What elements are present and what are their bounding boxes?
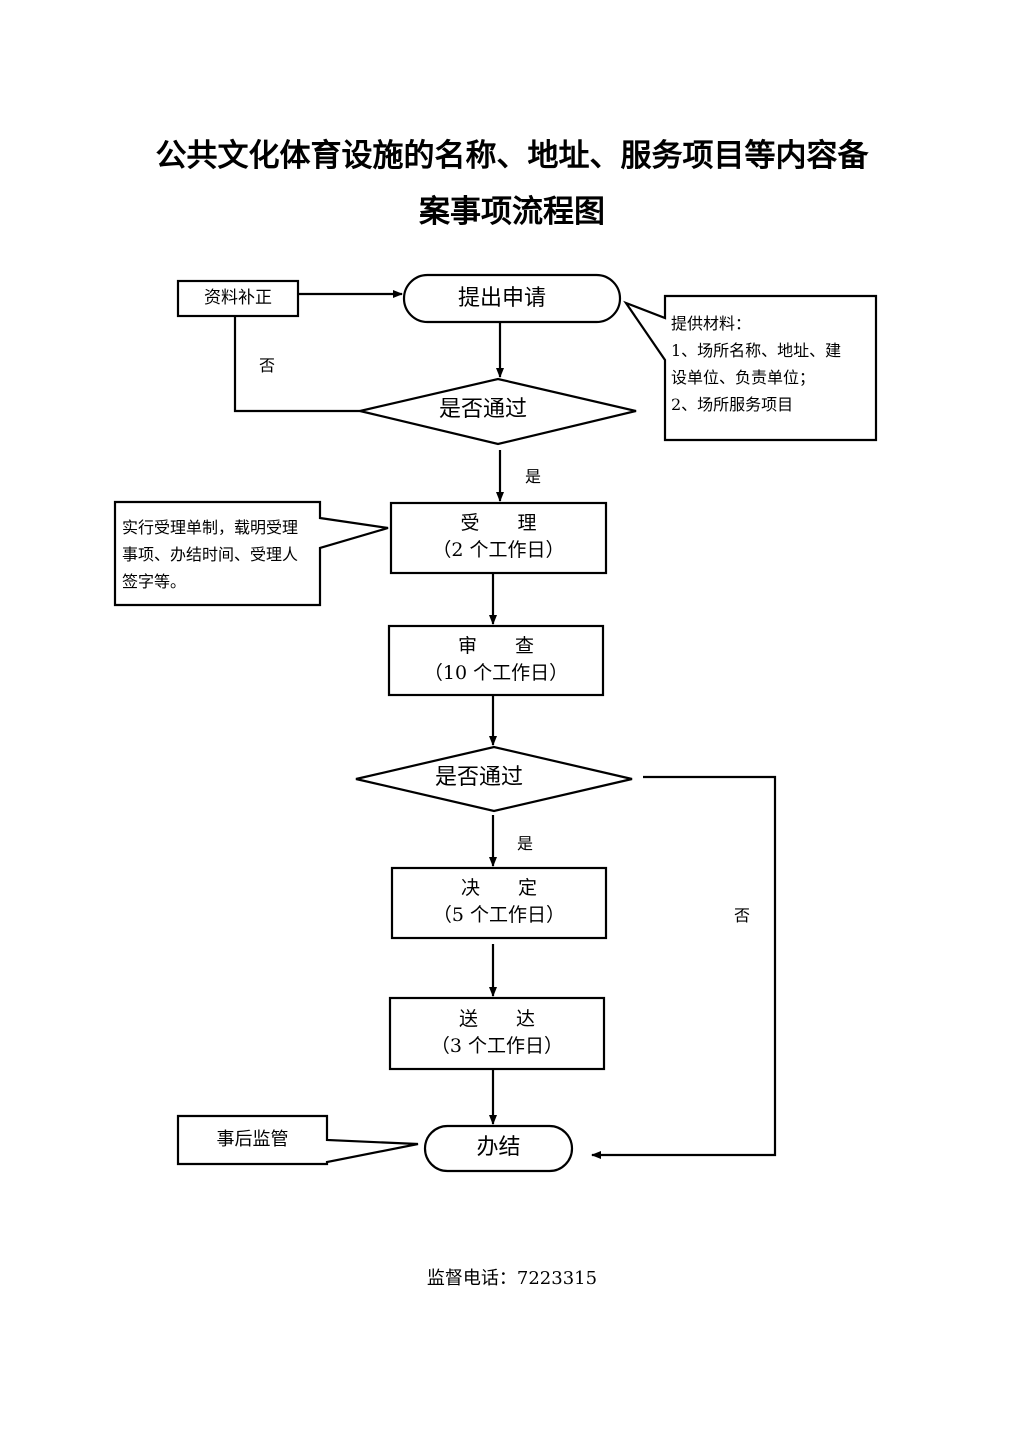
- accept-note-line2: 事项、办结时间、受理人: [122, 545, 299, 564]
- apply-label: 提出申请: [457, 286, 546, 311]
- decide-box: [390, 866, 608, 940]
- apply-terminal: [402, 273, 622, 324]
- review-text: 审 查 （10 个工作日）: [389, 633, 603, 687]
- accept-text: 受 理 （2 个工作日）: [391, 510, 606, 564]
- edge-label-no-2: 否: [734, 906, 751, 925]
- supplement-box: [176, 279, 300, 318]
- finish-terminal: [423, 1124, 574, 1173]
- supplement-label: 资料补正: [204, 288, 272, 308]
- check1-label: 是否通过: [438, 397, 527, 422]
- check2-diamond: [355, 745, 633, 813]
- accept-note-line1: 实行受理单制，载明受理: [122, 518, 299, 537]
- materials-line1: 1、场所名称、地址、建: [671, 341, 842, 360]
- deliver-name: 送 达: [458, 1008, 535, 1030]
- materials-heading: 提供材料：: [671, 314, 752, 333]
- line-check1-no-to-supplement: [233, 316, 360, 413]
- supervise-label: 事后监管: [216, 1129, 289, 1150]
- supervision-phone: 监督电话：7223315: [426, 1268, 598, 1289]
- accept-box: [389, 501, 608, 575]
- review-days: （10 个工作日）: [423, 662, 569, 684]
- check2-label: 是否通过: [434, 765, 523, 790]
- review-box: [387, 624, 605, 697]
- arrow-check2-no-to-finish: [591, 775, 777, 1159]
- materials-callout: [623, 294, 878, 442]
- deliver-text: 送 达 （3 个工作日）: [390, 1006, 604, 1060]
- decide-text: 决 定 （5 个工作日）: [392, 875, 606, 929]
- supervise-callout: [176, 1114, 419, 1166]
- materials-text: 提供材料： 1、场所名称、地址、建 设单位、负责单位； 2、场所服务项目: [671, 310, 876, 418]
- deliver-days: （3 个工作日）: [430, 1035, 564, 1057]
- check1-diamond: [359, 377, 637, 446]
- deliver-box: [388, 996, 606, 1071]
- page-title-line1: 公共文化体育设施的名称、地址、服务项目等内容备: [155, 138, 869, 174]
- edge-label-no-1: 否: [259, 356, 276, 375]
- decide-name: 决 定: [460, 877, 537, 899]
- finish-label: 办结: [476, 1135, 521, 1160]
- accept-name: 受 理: [460, 512, 537, 534]
- accept-note-line3: 签字等。: [122, 572, 187, 591]
- materials-line2: 设单位、负责单位；: [671, 368, 816, 387]
- accept-days: （2 个工作日）: [432, 539, 565, 561]
- edge-label-yes-1: 是: [525, 467, 542, 486]
- review-name: 审 查: [457, 635, 534, 657]
- edge-label-yes-2: 是: [517, 834, 534, 853]
- page-title-line2: 案事项流程图: [419, 194, 605, 230]
- accept-note-text: 实行受理单制，载明受理 事项、办结时间、受理人 签字等。: [122, 514, 322, 595]
- accept-note-callout: [113, 500, 389, 607]
- materials-line3: 2、场所服务项目: [671, 395, 794, 414]
- decide-days: （5 个工作日）: [432, 904, 566, 926]
